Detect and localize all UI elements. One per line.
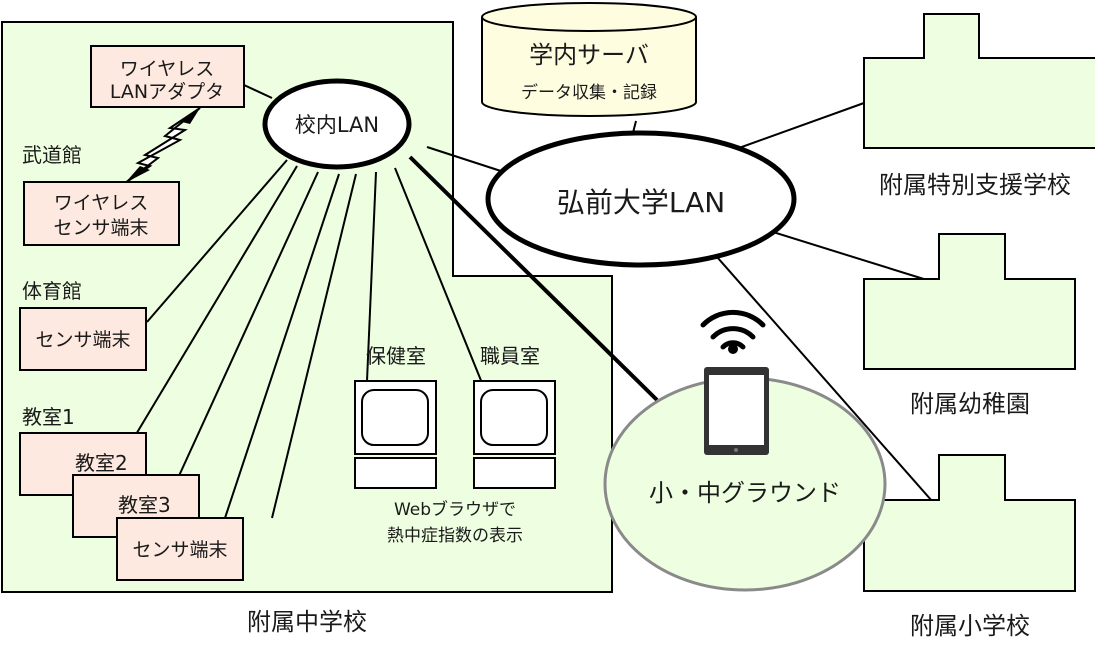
link-adapter — [243, 84, 273, 99]
wifi-dot — [728, 344, 738, 354]
university-lan-node — [485, 130, 797, 268]
staff-room-pc-icon — [473, 380, 556, 489]
wireless-signal-tip-bottom — [125, 166, 150, 183]
server-title: 学内サーバ — [529, 41, 649, 69]
kindergarten-building — [863, 233, 1076, 370]
link-health-room — [366, 171, 377, 382]
browser-note-2: 熱中症指数の表示 — [387, 526, 523, 546]
budokan-label: 武道館 — [22, 143, 82, 167]
staff-room-label: 職員室 — [480, 344, 540, 368]
classroom3-label: 教室3 — [118, 493, 171, 517]
wireless-sensor-label-2: センサ端末 — [53, 217, 148, 239]
school-lan-node — [262, 78, 412, 170]
special-support-building — [863, 13, 1095, 149]
server-icon — [481, 2, 697, 117]
special-support-name: 附属特別支援学校 — [879, 171, 1071, 199]
browser-note-1: Webブラウザで — [394, 499, 516, 520]
adapter-label-2: LANアダプタ — [110, 81, 224, 103]
wireless-signal-tip-top — [182, 108, 200, 124]
health-room-pc-icon — [354, 380, 437, 489]
link-gym-sensor — [146, 159, 288, 323]
health-room-label: 保健室 — [366, 344, 426, 368]
link-classroom2 — [177, 171, 319, 479]
link-classroom-sensor — [271, 173, 357, 519]
school-lan-label: 校内LAN — [295, 113, 379, 137]
classroom1-label: 教室1 — [22, 405, 75, 429]
elementary-name: 附属小学校 — [910, 612, 1030, 640]
classroom-sensor-label: センサ端末 — [132, 539, 227, 561]
server-subtitle: データ収集・記録 — [521, 82, 657, 103]
wireless-sensor-box — [23, 181, 180, 246]
classroom2-label: 教室2 — [75, 451, 128, 475]
link-classroom1 — [134, 165, 298, 437]
gym-sensor-box — [19, 307, 147, 371]
school-lan-links — [134, 84, 508, 519]
link-classroom3 — [224, 173, 340, 519]
adapter-label-1: ワイヤレス — [120, 58, 214, 80]
wireless-adapter-box — [90, 45, 245, 108]
link-school-to-ground — [408, 155, 659, 402]
link-school-to-university — [426, 146, 508, 174]
link-univ-elementary — [694, 231, 933, 502]
middle-school-zone — [1, 21, 613, 593]
university-lan-label: 弘前大学LAN — [557, 186, 725, 219]
gym-sensor-label: センサ端末 — [35, 329, 130, 351]
gym-label: 体育館 — [22, 279, 82, 303]
classroom-sensor-box — [116, 517, 244, 581]
wifi-icon — [700, 309, 766, 350]
kindergarten-name: 附属幼稚園 — [910, 390, 1030, 418]
link-staff-room — [394, 167, 483, 384]
middle-school-name: 附属中学校 — [247, 608, 367, 636]
wireless-sensor-label-1: ワイヤレス — [54, 192, 148, 214]
ground-label: 小・中グラウンド — [649, 479, 841, 507]
elementary-building — [863, 454, 1076, 592]
tablet-icon — [704, 367, 769, 455]
